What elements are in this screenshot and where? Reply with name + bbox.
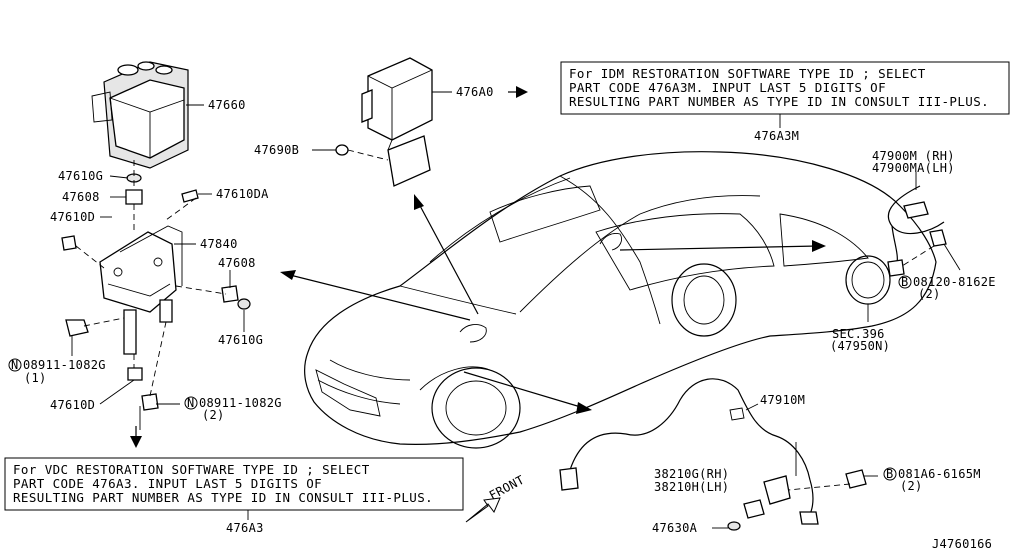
label-08911-qty-2: (2) <box>202 408 225 422</box>
symbol-n-1: N <box>11 358 19 372</box>
label-081A6-qty: (2) <box>900 479 923 493</box>
label-47840: 47840 <box>200 237 238 251</box>
label-47900MA-lh: 47900MA(LH) <box>872 161 955 175</box>
label-47660: 47660 <box>208 98 246 112</box>
symbol-b-1: B <box>901 275 909 289</box>
label-08911-1082G-2: 08911-1082G <box>199 396 282 410</box>
label-38210G-rh: 38210G(RH) <box>654 467 729 481</box>
label-47610G-a: 47610G <box>58 169 103 183</box>
label-sec396: SEC.396 <box>832 327 885 341</box>
idm-note-line-3: RESULTING PART NUMBER AS TYPE ID IN CONS… <box>569 94 989 109</box>
symbol-circles <box>8 275 912 481</box>
label-47630A: 47630A <box>652 521 698 535</box>
label-47610DA: 47610DA <box>216 187 269 201</box>
label-47900M-rh: 47900M (RH) <box>872 149 955 163</box>
label-47610D-b: 47610D <box>50 398 95 412</box>
location-arrows <box>130 86 826 523</box>
symbol-n-2: N <box>187 396 195 410</box>
vdc-note-line-2: PART CODE 476A3. INPUT LAST 5 DIGITS OF <box>13 476 322 491</box>
label-476A3M: 476A3M <box>754 129 799 143</box>
idm-unit-476A0 <box>335 57 433 187</box>
idm-note-box <box>560 61 1010 115</box>
diagram-id: J4760166 <box>932 537 992 551</box>
car-illustration <box>304 151 937 449</box>
label-47910M: 47910M <box>760 393 805 407</box>
label-476A3: 476A3 <box>226 521 264 535</box>
bracket-47840 <box>99 225 183 355</box>
label-47690B: 47690B <box>254 143 299 157</box>
label-38210H-lh: 38210H(LH) <box>654 480 729 494</box>
front-label: FRONT <box>487 473 527 503</box>
idm-note-line-2: PART CODE 476A3M. INPUT LAST 5 DIGITS OF <box>569 80 886 95</box>
label-47608-b: 47608 <box>218 256 256 270</box>
label-sec396-part: (47950N) <box>830 339 890 353</box>
idm-note-line-1: For IDM RESTORATION SOFTWARE TYPE ID ; S… <box>569 66 926 81</box>
label-47610D-a: 47610D <box>50 210 95 224</box>
assembly-lines <box>75 149 935 491</box>
label-47608-a: 47608 <box>62 190 100 204</box>
label-47610G-b: 47610G <box>218 333 263 347</box>
abs-actuator-47660 <box>91 61 189 169</box>
label-08911-qty-1: (1) <box>24 371 47 385</box>
wheel-sensor-47900M <box>845 185 947 305</box>
label-08120-qty: (2) <box>918 287 941 301</box>
symbol-b-2: B <box>886 467 894 481</box>
harness-47910M <box>559 378 867 531</box>
label-476A0: 476A0 <box>456 85 494 99</box>
label-08911-1082G-1: 08911-1082G <box>23 358 106 372</box>
vdc-note-box <box>4 457 464 511</box>
label-08120-8162E: 08120-8162E <box>913 275 996 289</box>
vdc-note-line-3: RESULTING PART NUMBER AS TYPE ID IN CONS… <box>13 490 433 505</box>
vdc-note-line-1: For VDC RESTORATION SOFTWARE TYPE ID ; S… <box>13 462 370 477</box>
label-081A6-6165M: 081A6-6165M <box>898 467 981 481</box>
